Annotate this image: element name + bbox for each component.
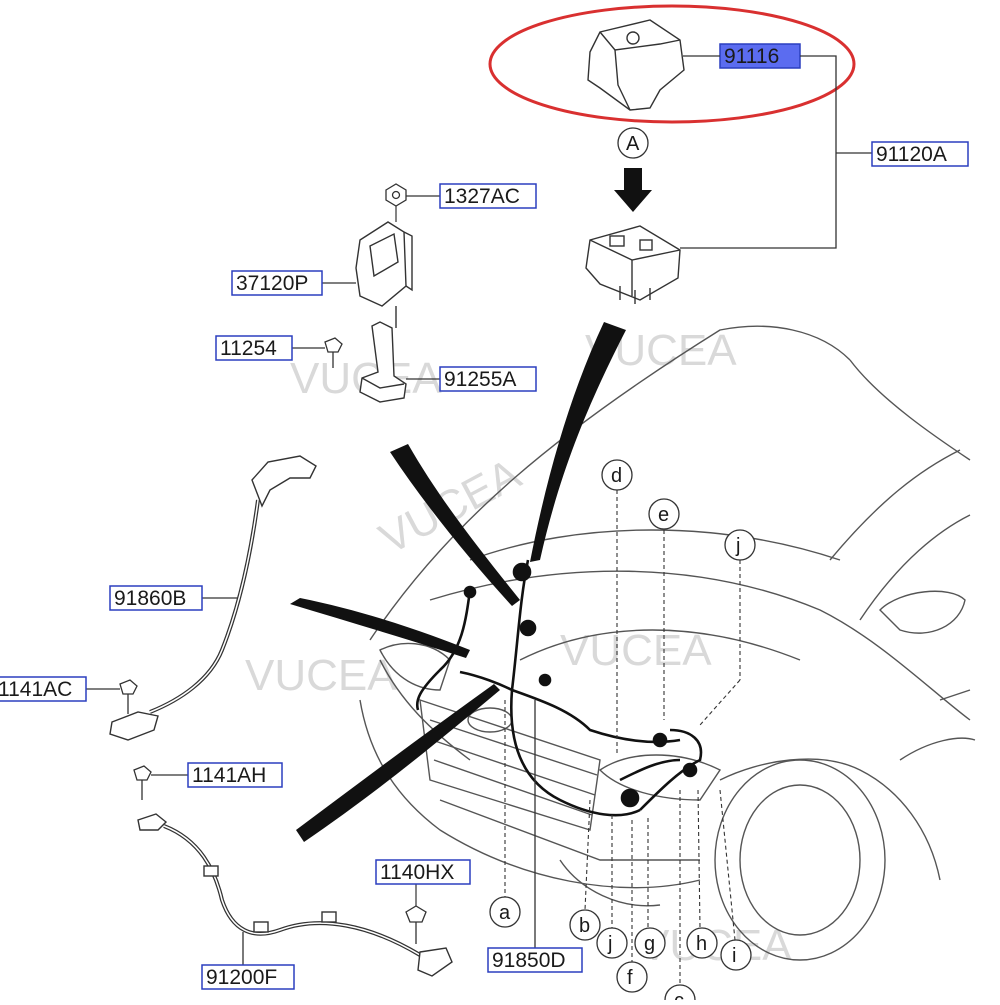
highlight-ring [488,4,856,124]
part-label-1141AH: 1141AH [192,764,266,787]
part-label-37120P: 37120P [236,272,308,295]
battery-cable-91860B-part [109,455,317,741]
sensor-37120P-part [355,221,413,307]
part-label-91860B: 91860B [114,587,186,610]
part-label-91120A: 91120A [876,143,947,166]
part-label-box-1141AC[interactable] [0,676,87,702]
part-label-box-91255A[interactable] [439,366,537,392]
leader-wedges [290,322,626,842]
callout-b-label: b [579,915,590,937]
bolt-11254-part [324,337,343,368]
part-label-box-1141AH[interactable] [187,762,283,788]
cover-91116-part [587,19,685,111]
callout-j-lower[interactable]: j [596,927,628,959]
part-label-box-91120A[interactable] [871,141,969,167]
callout-j-label: j [607,933,612,955]
nut-1327AC-part [385,183,407,207]
bolt-1140HX-part [405,905,427,944]
part-label-box-11254[interactable] [215,335,293,361]
bolt-1141AC-part [119,679,138,714]
junction-block-part [585,225,681,304]
part-label-91255A: 91255A [444,368,516,391]
bracket-91255A-part [359,306,407,403]
callout-b[interactable]: b [569,909,601,941]
engine-harness-91850D [415,559,703,817]
part-label-box-37120P[interactable] [231,270,323,296]
callout-i[interactable]: i [720,939,752,971]
callout-g[interactable]: g [634,927,666,959]
part-label-91116: 91116 [724,45,779,68]
callout-c-label: c [674,990,684,1000]
watermark: VUCEA [245,651,397,700]
part-label-1141AC: 1141AC [0,678,72,701]
callout-i-label: i [732,945,736,967]
part-label-box-91860B[interactable] [109,585,203,611]
callout-d[interactable]: d [601,459,633,491]
watermark: VUCEA [372,449,529,564]
part-label-11254: 11254 [220,337,277,360]
callout-f[interactable]: f [616,961,648,993]
callout-f-label: f [627,967,633,989]
callout-j-upper[interactable]: j [724,529,756,561]
part-label-box-1140HX[interactable] [375,859,471,885]
part-label-1327AC: 1327AC [444,185,520,208]
bolt-1141AH-part [133,765,152,800]
vehicle-outline [359,325,976,961]
part-label-91200F: 91200F [206,966,277,989]
callout-g-label: g [644,933,655,955]
callout-e[interactable]: e [648,498,680,530]
callout-a[interactable]: a [489,896,521,928]
callout-e-label: e [658,504,669,526]
callout-h-label: h [696,933,707,955]
down-arrow-icon [614,168,652,212]
watermark: VUCEA [560,626,712,675]
part-label-91850D: 91850D [492,949,566,972]
callout-h[interactable]: h [686,927,718,959]
callout-a-label: a [499,902,511,924]
callout-d-label: d [611,465,622,487]
callout-j-label: j [735,535,740,557]
part-label-box-91850D[interactable] [487,947,583,973]
part-label-1140HX: 1140HX [380,861,454,884]
callout-c[interactable]: c [664,984,696,1005]
ground-cable-91200F-part [137,813,453,977]
part-label-box-91200F[interactable] [201,964,295,990]
callout-A[interactable] [617,127,649,159]
callout-leaders [504,490,741,985]
callout-A-label: A [626,133,640,155]
part-label-box-1327AC[interactable] [439,183,537,209]
